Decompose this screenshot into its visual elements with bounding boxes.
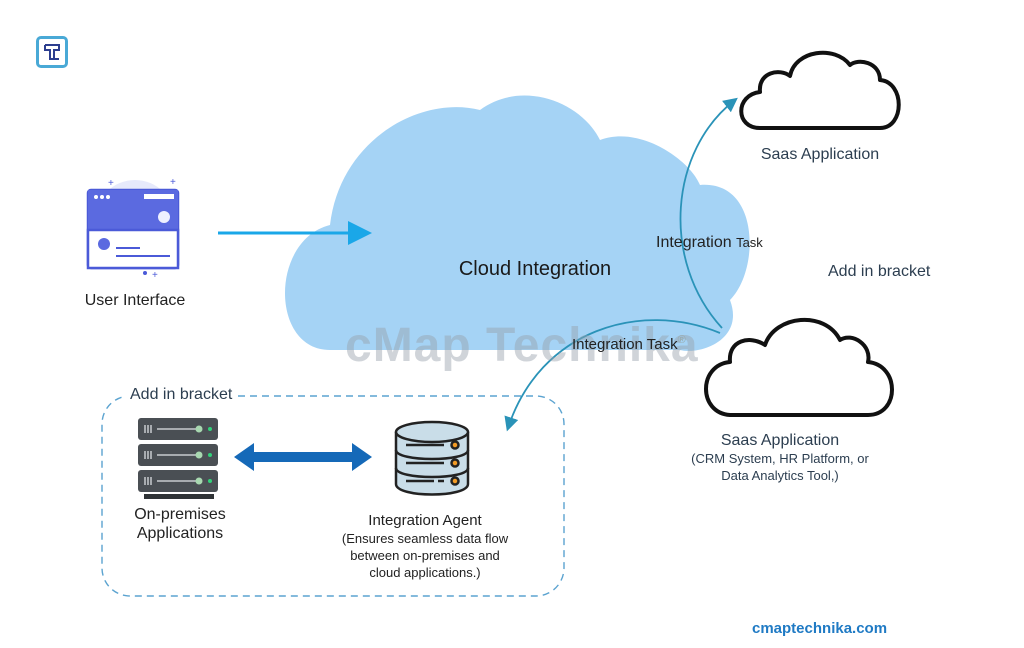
saas-bottom-detail-2: Data Analytics Tool,) [721,468,839,483]
add-in-bracket-right: Add in bracket [828,263,931,280]
integration-task-arc-up [679,97,738,329]
svg-text:+: + [170,177,176,188]
on-premises-label: On-premises Applications [110,505,250,543]
bidirectional-arrow [234,443,372,471]
integration-agent-detail-3: cloud applications.) [369,565,481,580]
cloud-integration-label: Cloud Integration [458,258,612,280]
integration-agent-title: Integration Agent [368,512,482,529]
integration-task-label-down: Integration Task® [572,334,686,353]
task-down-text: Integration Task [572,336,678,353]
website-link[interactable]: cmaptechnika.com [752,620,888,637]
add-in-bracket-left: Add in bracket [126,386,237,404]
saas-bottom-label: Saas Application (CRM System, HR Platfor… [670,432,890,484]
svg-text:+: + [108,178,114,189]
integration-agent-label: Integration Agent (Ensures seamless data… [325,512,525,581]
on-premises-line-2: Applications [136,525,224,542]
registered-mark: ® [677,334,686,346]
cloud-integration-shape [285,95,750,351]
integration-agent-detail-2: between on-premises and [350,548,500,563]
integration-task-label-up: Integration Task [656,234,763,252]
server-rack-icon [138,418,218,499]
web-ui-icon: + + + [86,177,180,281]
svg-text:+: + [152,270,158,281]
on-premises-bracket-box [101,395,565,597]
watermark: cMap Technika [345,319,699,372]
saas-top-cloud-icon [739,50,901,130]
saas-top-label: Saas Application [760,146,880,163]
on-premises-line-1: On-premises [134,506,226,523]
saas-bottom-title: Saas Application [720,432,840,449]
database-icon [394,420,470,496]
logo [36,36,68,68]
saas-bottom-cloud-icon [704,317,894,417]
task-main-text: Integration [656,234,732,251]
technika-t-logo-icon [44,44,60,60]
saas-bottom-detail-1: (CRM System, HR Platform, or [691,451,869,466]
user-interface-label: User Interface [84,292,186,309]
integration-task-arc-down [504,319,721,432]
task-small-text: Task [736,235,763,250]
integration-agent-detail-1: (Ensures seamless data flow [341,531,509,546]
